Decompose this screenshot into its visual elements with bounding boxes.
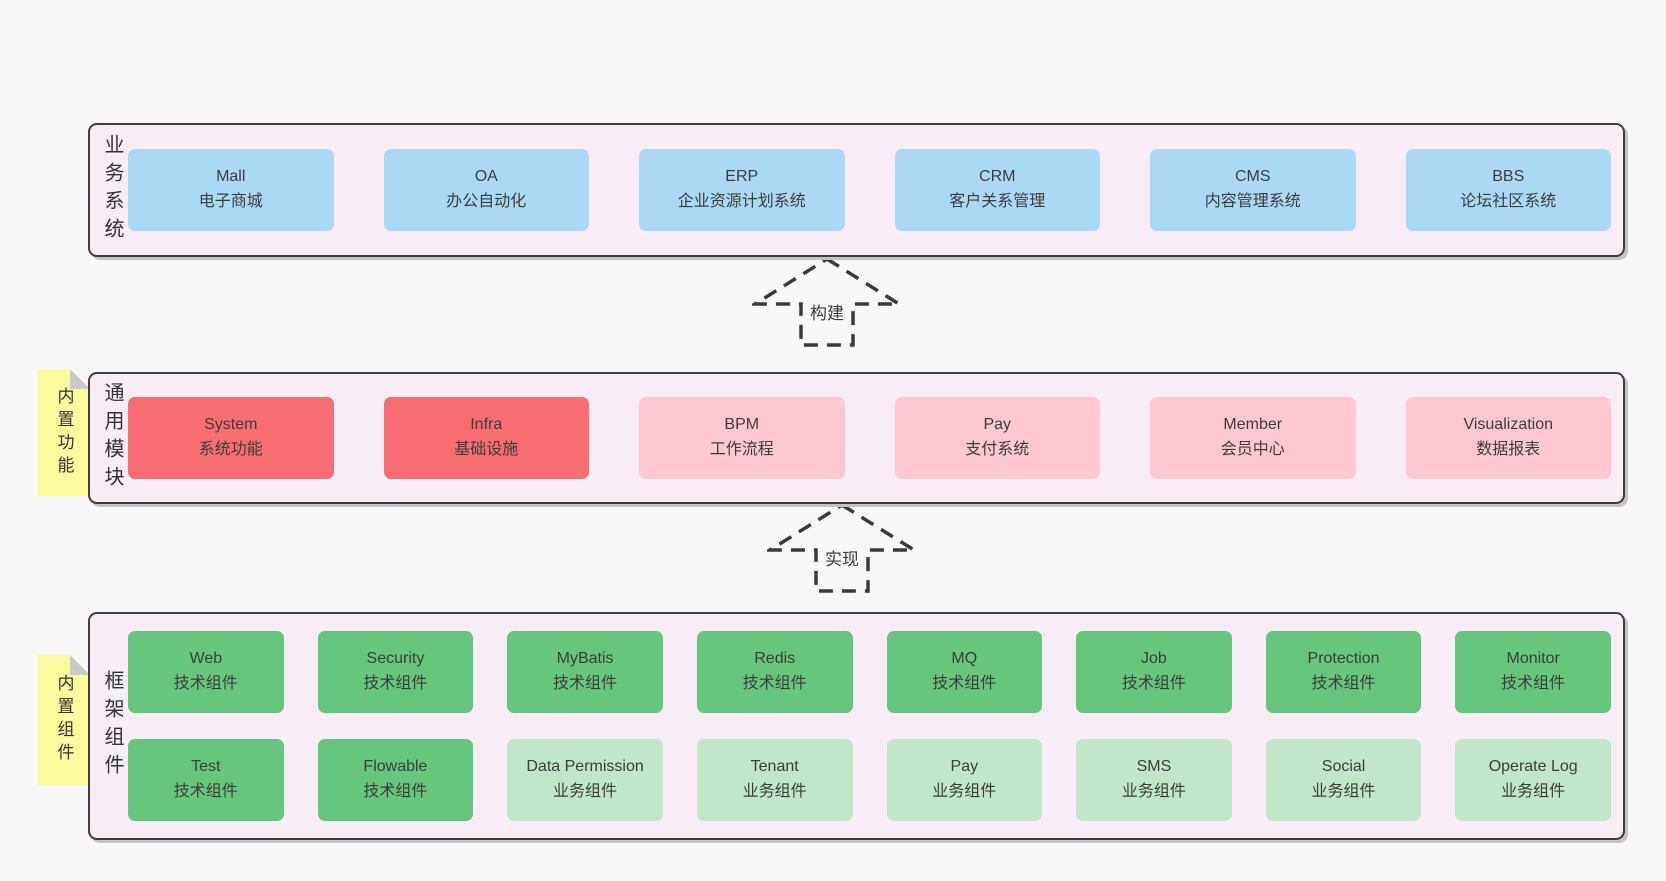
panel-label: 通用模块 bbox=[101, 382, 123, 494]
business-systems-row: Mall 电子商城 OA 办公自动化 ERP 企业资源计划系统 CRM 客户关系… bbox=[128, 149, 1611, 231]
box-monitor: Monitor 技术组件 bbox=[1455, 631, 1611, 713]
sticky-note-builtin-components: 内置组件 bbox=[38, 655, 90, 785]
sticky-note-builtin-features: 内置功能 bbox=[38, 369, 90, 496]
box-job: Job 技术组件 bbox=[1076, 631, 1232, 713]
arrow-label: 实现 bbox=[822, 544, 862, 571]
box-mybatis: MyBatis 技术组件 bbox=[507, 631, 663, 713]
box-security: Security 技术组件 bbox=[317, 631, 474, 713]
box-sms: SMS 业务组件 bbox=[1076, 739, 1232, 821]
box-oa: OA 办公自动化 bbox=[383, 149, 589, 231]
box-cms: CMS 内容管理系统 bbox=[1150, 149, 1356, 231]
note-fold-icon bbox=[70, 655, 90, 675]
box-erp: ERP 企业资源计划系统 bbox=[639, 149, 845, 231]
box-tenant: Tenant 业务组件 bbox=[696, 739, 853, 821]
build-arrow: 构建 bbox=[752, 256, 902, 348]
box-bbs: BBS 论坛社区系统 bbox=[1405, 149, 1611, 231]
common-modules-row: System 系统功能 Infra 基础设施 BPM 工作流程 Pay 支付系统… bbox=[128, 397, 1611, 479]
box-system: System 系统功能 bbox=[128, 397, 334, 479]
box-test: Test 技术组件 bbox=[128, 739, 284, 821]
box-visualization: Visualization 数据报表 bbox=[1405, 397, 1611, 479]
arrow-label: 构建 bbox=[807, 298, 847, 325]
box-social: Social 业务组件 bbox=[1265, 739, 1422, 821]
panel-label: 框架组件 bbox=[101, 670, 123, 782]
box-crm: CRM 客户关系管理 bbox=[894, 149, 1100, 231]
box-pay-component: Pay 业务组件 bbox=[886, 739, 1043, 821]
box-operate-log: Operate Log 业务组件 bbox=[1455, 739, 1611, 821]
box-redis: Redis 技术组件 bbox=[696, 631, 853, 713]
framework-components-panel: 框架组件 Web 技术组件 Security 技术组件 MyBatis 技术组件… bbox=[88, 612, 1625, 840]
box-mq: MQ 技术组件 bbox=[886, 631, 1043, 713]
framework-row-2: Test 技术组件 Flowable 技术组件 Data Permission … bbox=[128, 739, 1611, 821]
box-flowable: Flowable 技术组件 bbox=[317, 739, 474, 821]
note-fold-icon bbox=[70, 369, 90, 389]
box-bpm: BPM 工作流程 bbox=[639, 397, 845, 479]
framework-row-1: Web 技术组件 Security 技术组件 MyBatis 技术组件 Redi… bbox=[128, 631, 1611, 713]
box-member: Member 会员中心 bbox=[1150, 397, 1356, 479]
implement-arrow: 实现 bbox=[767, 502, 917, 594]
box-web: Web 技术组件 bbox=[128, 631, 284, 713]
note-label: 内置功能 bbox=[54, 386, 74, 479]
box-data-permission: Data Permission 业务组件 bbox=[507, 739, 663, 821]
up-arrow-dashed-icon bbox=[752, 256, 902, 347]
box-protection: Protection 技术组件 bbox=[1265, 631, 1422, 713]
panel-label: 业务系统 bbox=[101, 134, 123, 246]
box-mall: Mall 电子商城 bbox=[128, 149, 334, 231]
up-arrow-dashed-icon bbox=[767, 502, 917, 593]
common-modules-panel: 通用模块 System 系统功能 Infra 基础设施 BPM 工作流程 Pay… bbox=[88, 372, 1625, 504]
note-label: 内置组件 bbox=[54, 674, 74, 766]
business-systems-panel: 业务系统 Mall 电子商城 OA 办公自动化 ERP 企业资源计划系统 CRM… bbox=[88, 123, 1625, 257]
box-infra: Infra 基础设施 bbox=[383, 397, 589, 479]
box-pay-module: Pay 支付系统 bbox=[894, 397, 1100, 479]
